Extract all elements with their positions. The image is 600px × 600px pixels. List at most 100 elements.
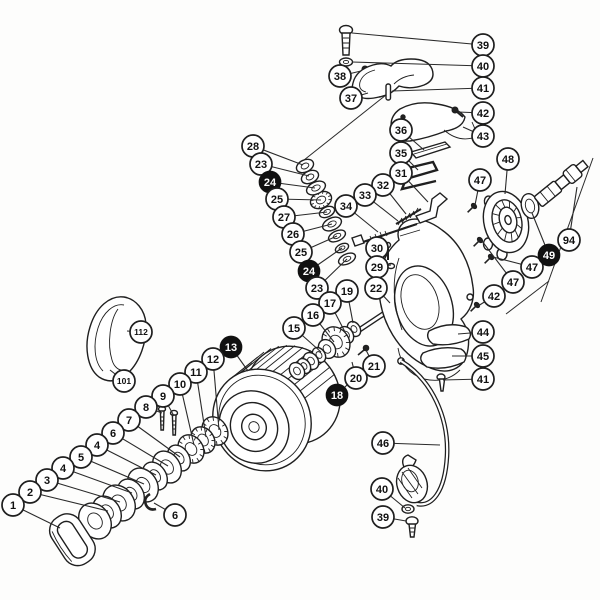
callout-36: 36 [389, 118, 413, 142]
bail-wire-drawing [397, 357, 450, 507]
svg-text:39: 39 [477, 40, 489, 52]
svg-text:22: 22 [370, 283, 382, 295]
svg-text:31: 31 [395, 168, 407, 180]
callout-23: 23 [305, 276, 329, 300]
callout-2: 2 [18, 480, 42, 504]
svg-text:19: 19 [341, 286, 353, 298]
callout-23: 23 [249, 152, 273, 176]
handle-shaft-drawing [534, 159, 589, 207]
svg-text:12: 12 [207, 354, 219, 366]
bail-arm-drawing [395, 454, 429, 538]
svg-text:4: 4 [60, 463, 67, 475]
callout-17: 17 [318, 291, 342, 315]
callout-22: 22 [364, 276, 388, 300]
callout-4: 4 [85, 433, 109, 457]
svg-text:33: 33 [359, 190, 371, 202]
callout-5: 5 [69, 445, 93, 469]
svg-text:34: 34 [340, 201, 353, 213]
callout-40: 40 [370, 477, 394, 501]
svg-text:21: 21 [368, 361, 380, 373]
svg-text:6: 6 [110, 428, 116, 440]
callout-13: 13 [219, 335, 243, 359]
callout-41: 41 [471, 76, 495, 100]
svg-text:28: 28 [247, 141, 259, 153]
svg-text:29: 29 [371, 262, 383, 274]
bearing-ring-drawing [520, 192, 540, 220]
callout-45: 45 [471, 344, 495, 368]
drag-cap-drawing [48, 513, 96, 567]
callout-34: 34 [334, 194, 358, 218]
callout-41: 41 [471, 367, 495, 391]
callout-38: 38 [328, 64, 352, 88]
callout-bubbles: 3940414243383736353132333428232425272625… [1, 33, 581, 529]
plate-screws-drawing [467, 202, 495, 264]
callout-28: 28 [241, 134, 265, 158]
svg-text:25: 25 [271, 194, 283, 206]
callout-101: 101 [112, 369, 136, 393]
callout-15: 15 [282, 316, 306, 340]
callout-9: 9 [151, 384, 175, 408]
svg-text:44: 44 [477, 327, 490, 339]
svg-text:11: 11 [190, 367, 202, 379]
svg-text:49: 49 [543, 250, 555, 262]
callout-43: 43 [471, 124, 495, 148]
callout-37: 37 [339, 86, 363, 110]
svg-text:9: 9 [160, 391, 166, 403]
callout-29: 29 [365, 255, 389, 279]
callout-8: 8 [134, 395, 158, 419]
callout-49: 49 [537, 243, 561, 267]
svg-text:43: 43 [477, 131, 489, 143]
svg-text:23: 23 [255, 159, 267, 171]
rotor-flange-drawing [420, 301, 481, 392]
callout-19: 19 [335, 279, 359, 303]
svg-text:7: 7 [126, 415, 132, 427]
svg-text:39: 39 [377, 512, 389, 524]
svg-text:18: 18 [331, 390, 343, 402]
svg-text:40: 40 [477, 61, 489, 73]
callout-24: 24 [297, 259, 321, 283]
callout-47: 47 [501, 270, 525, 294]
drag-screws-drawing [157, 405, 179, 436]
svg-text:47: 47 [474, 175, 486, 187]
svg-text:24: 24 [264, 177, 277, 189]
svg-text:112: 112 [134, 327, 148, 337]
svg-text:16: 16 [307, 310, 319, 322]
drag-washer-stack-drawing [78, 416, 229, 540]
svg-text:20: 20 [350, 373, 362, 385]
svg-text:27: 27 [278, 212, 290, 224]
callout-42: 42 [471, 101, 495, 125]
small-screw-icon [473, 236, 484, 247]
svg-text:3: 3 [44, 475, 50, 487]
svg-text:46: 46 [377, 438, 389, 450]
svg-text:23: 23 [311, 283, 323, 295]
svg-text:25: 25 [295, 247, 307, 259]
callout-33: 33 [353, 183, 377, 207]
svg-text:41: 41 [477, 83, 489, 95]
svg-text:38: 38 [334, 71, 346, 83]
callout-48: 48 [496, 147, 520, 171]
svg-text:101: 101 [117, 376, 131, 386]
callout-4: 4 [51, 456, 75, 480]
callout-31: 31 [389, 161, 413, 185]
callout-3: 3 [35, 468, 59, 492]
svg-text:2: 2 [27, 487, 33, 499]
callout-10: 10 [168, 372, 192, 396]
callout-7: 7 [117, 408, 141, 432]
small-screw-icon [467, 202, 478, 213]
callout-46: 46 [371, 431, 395, 455]
svg-text:13: 13 [225, 342, 237, 354]
svg-text:47: 47 [507, 277, 519, 289]
top-assembly-drawing [338, 24, 479, 270]
callout-1: 1 [1, 493, 25, 517]
svg-text:48: 48 [502, 154, 514, 166]
callout-12: 12 [201, 347, 225, 371]
side-plate-gear-drawing [482, 190, 530, 261]
svg-text:42: 42 [488, 291, 500, 303]
clip-drawing [143, 492, 157, 511]
svg-text:17: 17 [324, 298, 336, 310]
svg-text:4: 4 [94, 440, 101, 452]
svg-text:47: 47 [526, 262, 538, 274]
callout-39: 39 [471, 33, 495, 57]
